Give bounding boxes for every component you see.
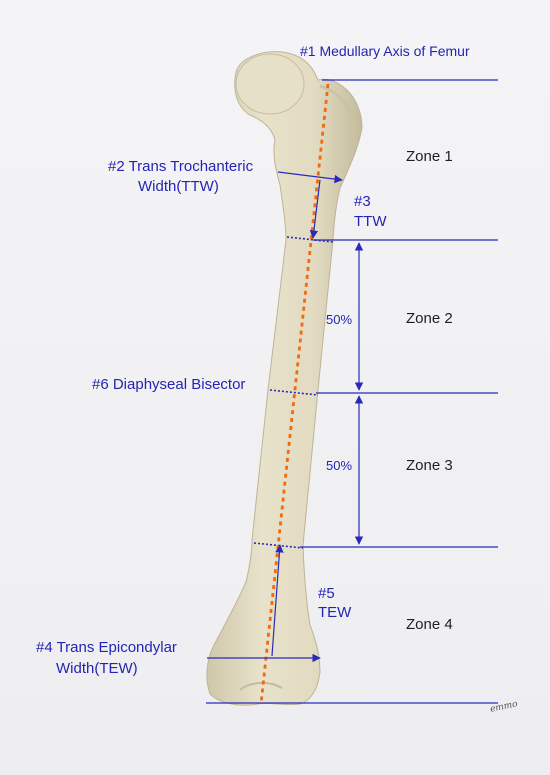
zone-4-label: Zone 4 (406, 616, 453, 633)
annotation-arrows (207, 171, 364, 663)
zone-2-label: Zone 2 (406, 310, 453, 327)
condyle-notch (239, 682, 283, 691)
ttw-label-line1: #2 Trans Trochanteric (108, 158, 254, 175)
ttw-width-arrow (277, 171, 343, 184)
tew-label-line1: #4 Trans Epicondylar (36, 639, 177, 656)
ttw3-label-line2: TTW (354, 213, 387, 230)
greater-trochanter (319, 84, 356, 127)
ttw-pointer-arrow (309, 179, 321, 239)
zone2-percent-label: 50% (326, 312, 353, 327)
tew5-label-line2: TEW (318, 604, 352, 621)
bisector-dotted-line (269, 389, 319, 396)
zone3-percent-label: 50% (326, 458, 353, 473)
femur-bone (206, 51, 363, 706)
zone-3-label: Zone 3 (406, 457, 453, 474)
tew-pointer-arrow (271, 544, 284, 657)
ttw-label-line2: Width(TTW) (138, 178, 219, 195)
tew5-label-line1: #5 (318, 585, 335, 602)
zone-1-label: Zone 1 (406, 148, 453, 165)
zone-boundary-lines (206, 79, 498, 704)
diaphyseal-bisector-label: #6 Diaphyseal Bisector (92, 376, 246, 393)
ttw3-label-line1: #3 (354, 193, 371, 210)
femoral-head (235, 53, 305, 115)
medullary-axis-label: #1 Medullary Axis of Femur (300, 43, 470, 59)
tew-label-line2: Width(TEW) (56, 660, 138, 677)
